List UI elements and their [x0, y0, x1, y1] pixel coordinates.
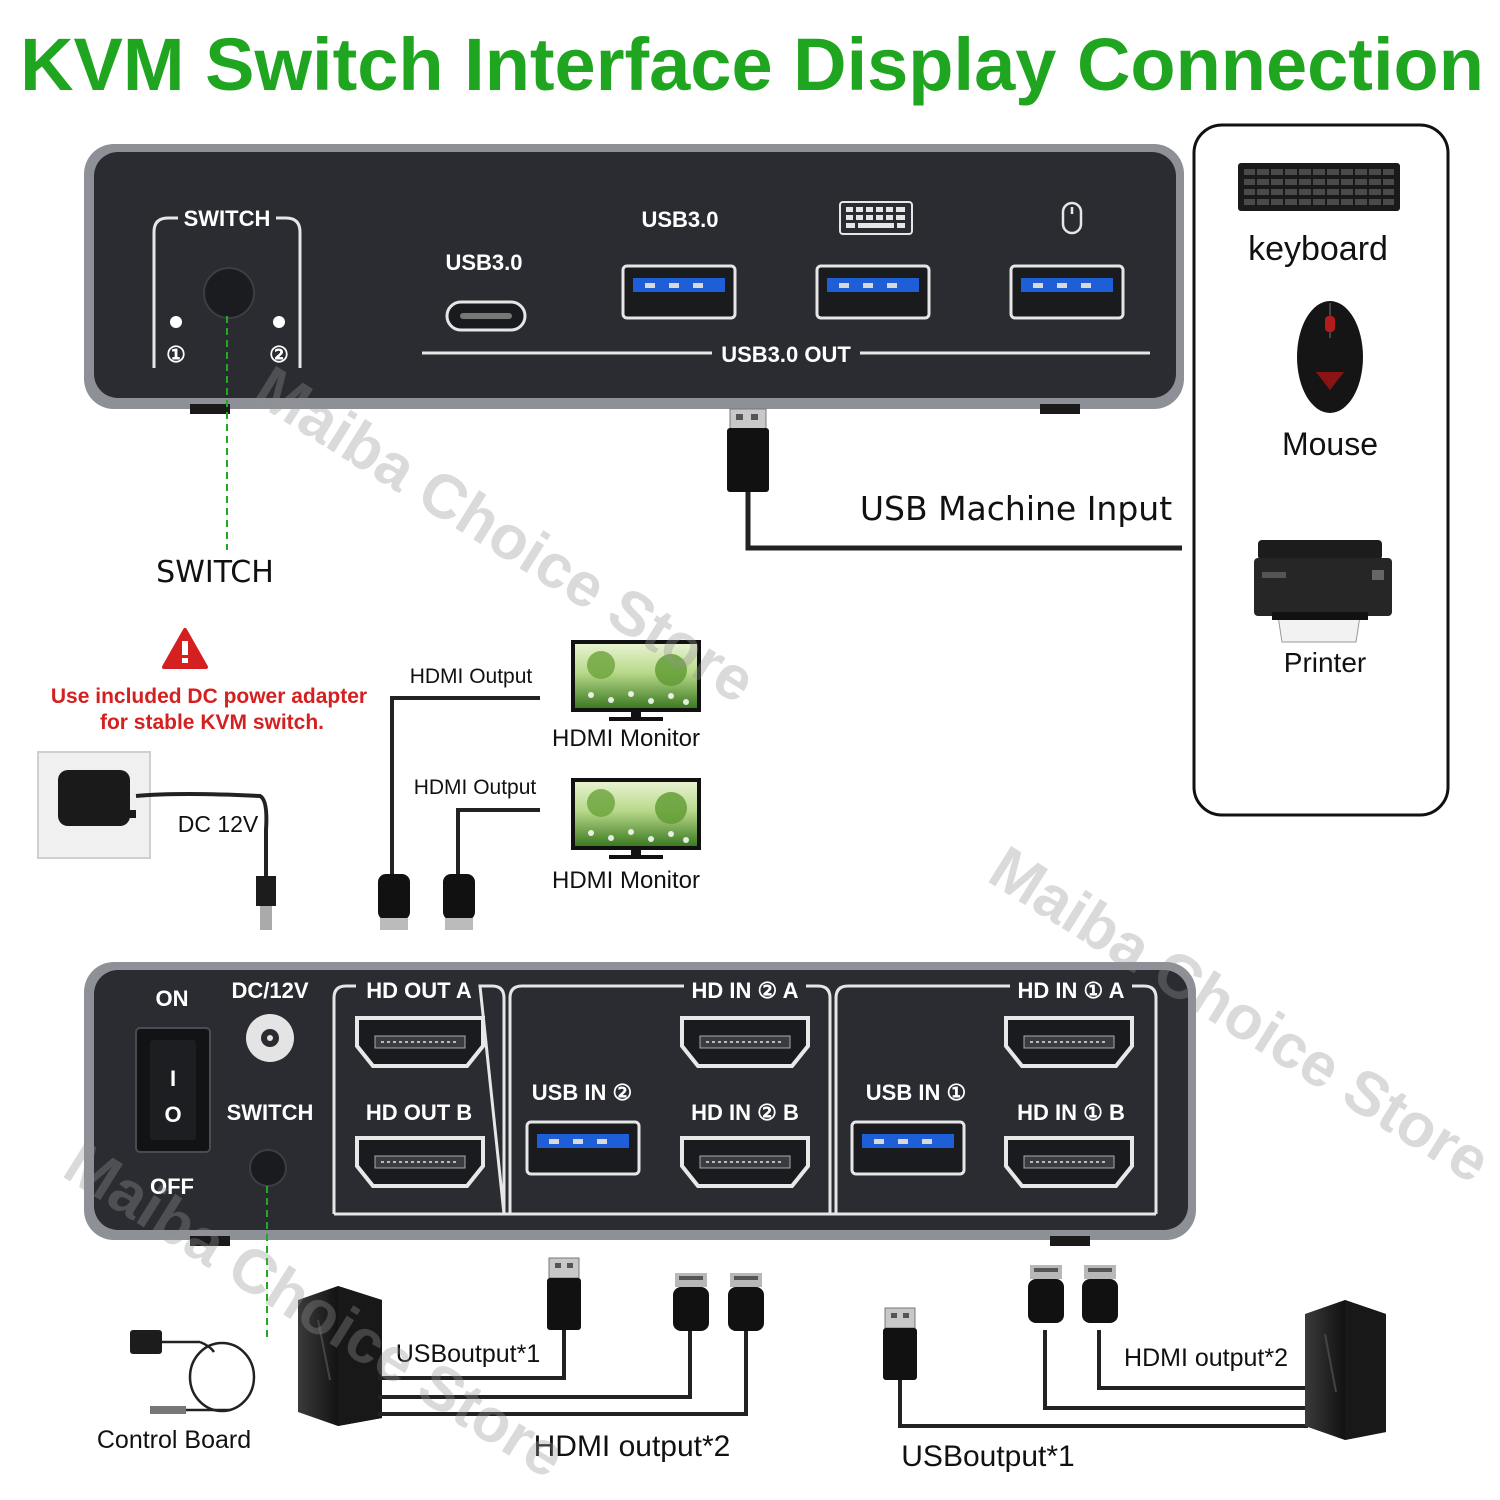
led-1-icon	[170, 316, 182, 328]
hd-out-b-label: HD OUT B	[366, 1100, 472, 1125]
hdmi-output-cables	[378, 696, 540, 930]
control-board-label: Control Board	[97, 1426, 251, 1454]
dc-label: DC 12V	[178, 811, 259, 837]
keyboard-icon	[839, 201, 913, 235]
usb-port-1[interactable]	[621, 264, 737, 320]
power-i-label: I	[170, 1066, 176, 1091]
power-toggle[interactable]	[135, 1027, 211, 1153]
warning-line-2: for stable KVM switch.	[100, 711, 324, 734]
dc-port-label: DC/12V	[231, 978, 308, 1003]
dc-adapter-icon	[37, 751, 276, 930]
led-2-label: ②	[269, 342, 289, 367]
rear-panel: ON I O OFF DC/12V SWITCH HD OUT A HD OUT…	[84, 962, 1196, 1246]
hd-out-a-port[interactable]	[355, 1016, 485, 1068]
hd-in-2a-label: HD IN ② A	[692, 978, 799, 1003]
mouse-device-icon	[1297, 301, 1363, 413]
monitor-2-icon	[571, 778, 701, 859]
hdmi-output-1-label: HDMI Output	[410, 665, 533, 688]
right-pc-icon	[1305, 1300, 1386, 1440]
left-pc-usb-label: USBoutput*1	[396, 1340, 541, 1368]
power-on-label: ON	[156, 986, 189, 1011]
printer-icon	[1254, 540, 1392, 643]
usb-port-mouse[interactable]	[1009, 264, 1125, 320]
usbc-label: USB3.0	[445, 250, 522, 275]
right-pc-cables	[882, 1265, 1308, 1428]
usb-port-keyboard[interactable]	[815, 264, 931, 320]
usb-out-label: USB3.0 OUT	[721, 342, 851, 367]
front-panel: SWITCH ① ② USB3.0 USB3.0 USB3.0 OUT	[84, 144, 1184, 414]
hd-in-1a-label: HD IN ① A	[1018, 978, 1125, 1003]
hd-out-b-port[interactable]	[355, 1136, 485, 1188]
keyboard-label: keyboard	[1248, 230, 1388, 268]
power-o-label: O	[164, 1102, 181, 1127]
control-board-icon	[130, 1330, 256, 1414]
monitor-1-label: HDMI Monitor	[552, 725, 700, 752]
led-2-icon	[273, 316, 285, 328]
hd-in-2b-port[interactable]	[680, 1136, 810, 1188]
led-1-label: ①	[166, 342, 186, 367]
hd-in-2b-label: HD IN ② B	[691, 1100, 799, 1125]
hd-in-1b-port[interactable]	[1004, 1136, 1134, 1188]
switch-port[interactable]	[249, 1149, 287, 1187]
warning-icon	[162, 628, 208, 669]
left-pc-cables	[378, 1257, 764, 1416]
mouse-icon	[1061, 201, 1083, 235]
hd-in-1b-label: HD IN ① B	[1017, 1100, 1125, 1125]
switch-caption: SWITCH	[156, 555, 274, 590]
monitor-2-label: HDMI Monitor	[552, 867, 700, 894]
hdmi-output-2-label: HDMI Output	[414, 776, 537, 799]
power-off-label: OFF	[150, 1174, 194, 1199]
hd-out-a-label: HD OUT A	[366, 978, 472, 1003]
usb-in-2-port[interactable]	[525, 1120, 641, 1176]
peripherals-box: keyboard Mouse Printer	[1192, 123, 1450, 817]
mouse-label: Mouse	[1282, 426, 1378, 462]
right-pc-hdmi-label: HDMI output*2	[1124, 1344, 1288, 1372]
left-pc-icon	[298, 1286, 382, 1426]
switch-button[interactable]	[203, 267, 255, 319]
usb-in-1-label: USB IN ①	[866, 1080, 966, 1105]
usb-in-2-label: USB IN ②	[532, 1080, 632, 1105]
hd-in-1a-port[interactable]	[1004, 1016, 1134, 1068]
page-title: KVM Switch Interface Display Connection	[20, 23, 1484, 106]
switch-port-label: SWITCH	[227, 1100, 314, 1125]
left-pc-hdmi-label: HDMI output*2	[534, 1430, 731, 1463]
keyboard-device-icon	[1238, 163, 1400, 211]
usb-in-1-port[interactable]	[850, 1120, 966, 1176]
usb-machine-input-label: USB Machine Input	[860, 489, 1172, 528]
usb-machine-input-cable	[727, 408, 1182, 551]
hd-in-2a-port[interactable]	[680, 1016, 810, 1068]
right-pc-usb-label: USBoutput*1	[901, 1440, 1074, 1473]
warning-line-1: Use included DC power adapter	[51, 685, 367, 708]
printer-label: Printer	[1284, 647, 1366, 678]
front-switch-label: SWITCH	[184, 206, 271, 231]
usb-label: USB3.0	[641, 207, 718, 232]
